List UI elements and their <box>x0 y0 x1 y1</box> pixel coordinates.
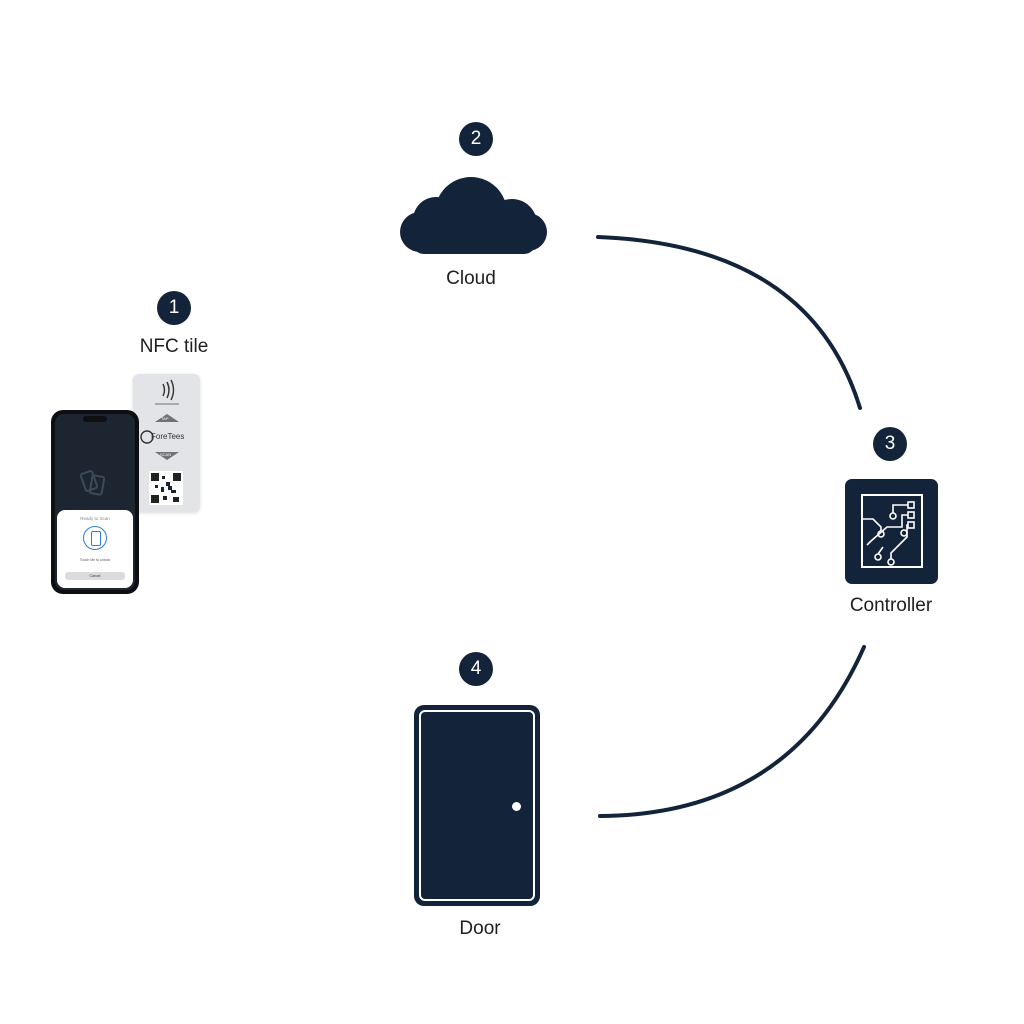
connector-controller-to-door <box>598 645 866 818</box>
scan-sheet-subtitle: Touch Me to unlock <box>79 558 111 562</box>
step-1-badge: 1 <box>157 291 191 325</box>
step-1-number: 1 <box>168 297 180 318</box>
phone-notch <box>83 416 107 422</box>
door-icon <box>414 705 540 906</box>
circuit-board-icon <box>861 494 923 568</box>
step-2-number: 2 <box>470 128 482 149</box>
step-2-label: Cloud <box>446 268 496 289</box>
scan-indicator-icon <box>83 526 107 550</box>
nfc-tile-brand: ForeTees <box>151 432 185 441</box>
nfc-tile-scan-label: SCAN <box>160 452 172 457</box>
scan-cancel-button[interactable]: Cancel <box>65 572 125 580</box>
scan-sheet: Ready to Scan Touch Me to unlock Cancel <box>57 510 133 588</box>
phone-screen: Ready to Scan Touch Me to unlock Cancel <box>55 414 135 590</box>
step-4-number: 4 <box>470 658 482 679</box>
door-knob <box>512 802 521 811</box>
step-3-number: 3 <box>884 433 896 454</box>
scan-sheet-title: Ready to Scan <box>80 516 110 521</box>
nfc-tile-card: ForeTees TAP SCAN <box>133 374 200 512</box>
step-1-label: NFC tile <box>139 336 209 357</box>
step-3-label: Controller <box>849 595 933 616</box>
connector-cloud-to-controller <box>596 235 862 410</box>
phone-scan-icon <box>79 470 106 496</box>
step-2-badge: 2 <box>459 122 493 156</box>
nfc-tile-tap-label: TAP <box>161 416 169 421</box>
door-frame <box>419 710 535 901</box>
nfc-tile-icon <box>140 379 183 505</box>
phone: Ready to Scan Touch Me to unlock Cancel <box>51 410 139 594</box>
step-4-badge: 4 <box>459 652 493 686</box>
controller-box <box>845 479 938 584</box>
step-3-badge: 3 <box>873 427 907 461</box>
step-4-label: Door <box>459 918 501 939</box>
